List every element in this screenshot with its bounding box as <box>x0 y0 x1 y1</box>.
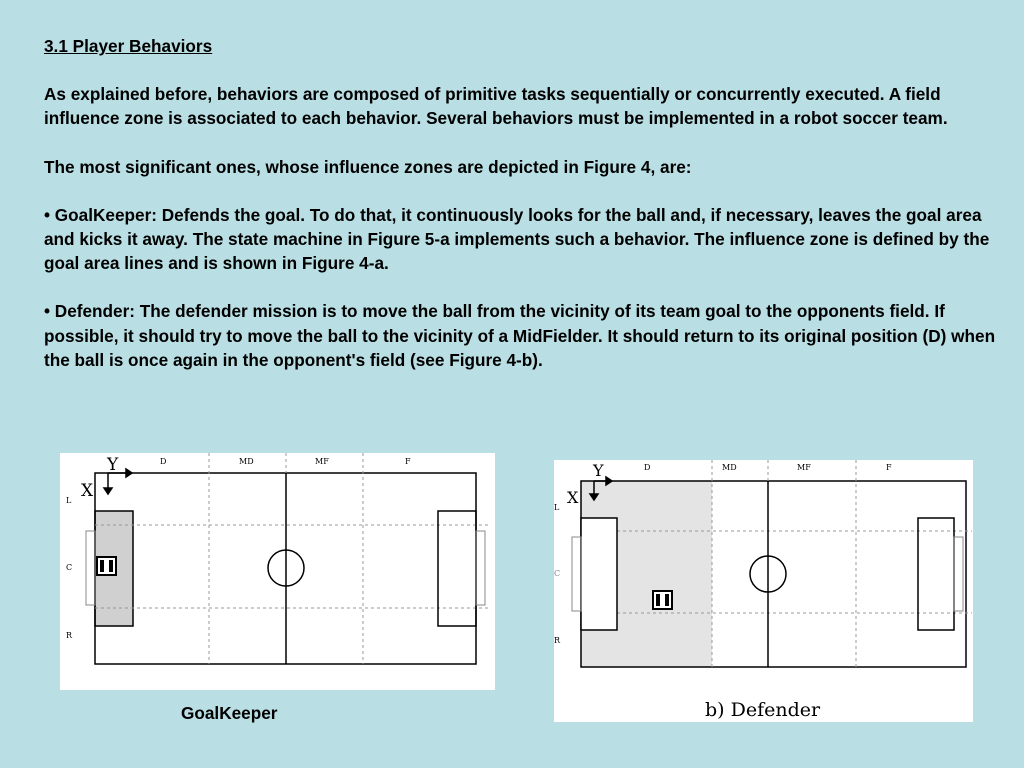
axis-x-label: X <box>567 488 579 507</box>
row-label-r: R <box>66 631 73 640</box>
axis-arrows <box>588 475 614 502</box>
centre-circle <box>267 549 305 587</box>
column-label-md: MD <box>722 463 737 472</box>
goalkeeper-field-diagram: Y X D MD MF F L C R <box>66 453 490 665</box>
right-goal <box>953 536 964 612</box>
defender-field-diagram: Y X D MD MF F L C R b) Defender <box>554 460 972 721</box>
caption-defender: b) Defender <box>705 699 821 721</box>
left-goal-area <box>580 517 618 631</box>
column-label-f: F <box>886 463 892 472</box>
column-label-d: D <box>160 457 166 466</box>
paragraph-summary: The most significant ones, whose influen… <box>44 156 692 177</box>
column-label-md: MD <box>239 457 254 466</box>
axis-y-label: Y <box>106 455 119 475</box>
figure-defender: Y X D MD MF F L C R b) Defender <box>554 460 973 722</box>
section-heading: 3.1 Player Behaviors <box>44 36 213 56</box>
column-label-mf: MF <box>315 457 329 466</box>
centre-circle <box>749 555 787 593</box>
paragraph-defender: • Defender: The defender mission is to m… <box>44 301 996 370</box>
column-label-d: D <box>644 463 650 472</box>
caption-goalkeeper: GoalKeeper <box>181 703 278 723</box>
row-label-c: C <box>66 563 72 572</box>
column-label-f: F <box>405 457 411 466</box>
row-label-r: R <box>554 636 561 645</box>
right-goal <box>475 530 486 606</box>
left-goal <box>85 530 96 606</box>
paragraph-goalkeeper: • GoalKeeper: Defends the goal. To do th… <box>44 204 990 274</box>
row-label-l: L <box>66 496 72 505</box>
column-label-mf: MF <box>797 463 811 472</box>
row-label-l: L <box>554 503 560 512</box>
robot-icon <box>652 590 673 610</box>
figure-goalkeeper: Y X D MD MF F L C R <box>60 453 495 690</box>
text-block: 3.1 Player Behaviors As explained before… <box>44 34 1004 396</box>
axis-x-label: X <box>81 481 94 501</box>
grid-lines <box>95 453 490 664</box>
axis-y-label: Y <box>592 461 604 480</box>
row-label-c: C <box>554 569 560 578</box>
axis-arrows <box>102 467 134 496</box>
left-goal <box>571 536 582 612</box>
paragraph-intro: As explained before, behaviors are compo… <box>44 84 948 129</box>
robot-icon <box>96 556 117 576</box>
right-goal-area <box>437 510 477 627</box>
